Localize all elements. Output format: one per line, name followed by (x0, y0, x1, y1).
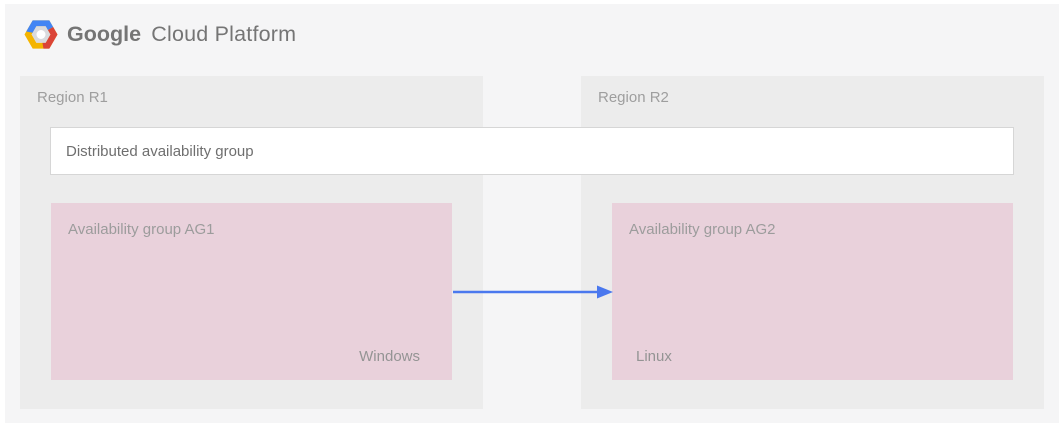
gcp-logo-icon (24, 20, 58, 49)
replication-arrow-icon (453, 285, 613, 299)
distributed-availability-group-label: Distributed availability group (66, 142, 254, 160)
brand-cloud-platform: Cloud Platform (151, 22, 297, 46)
brand-title: Google Cloud Platform (67, 22, 296, 47)
ag1-os-label: Windows (359, 348, 420, 365)
availability-group-ag2-label: Availability group AG2 (629, 221, 776, 238)
availability-group-ag2-box: Availability group AG2 Linux (612, 203, 1013, 380)
brand-google: Google (67, 22, 142, 46)
region-r1-label: Region R1 (37, 89, 108, 106)
diagram-canvas: Google Cloud Platform Region R1 Region R… (5, 4, 1059, 423)
distributed-availability-group-box: Distributed availability group (50, 127, 1014, 175)
availability-group-ag1-label: Availability group AG1 (68, 221, 215, 238)
brand-header: Google Cloud Platform (23, 17, 296, 52)
region-r2-label: Region R2 (598, 89, 669, 106)
availability-group-ag1-box: Availability group AG1 Windows (51, 203, 452, 380)
ag2-os-label: Linux (636, 348, 672, 365)
